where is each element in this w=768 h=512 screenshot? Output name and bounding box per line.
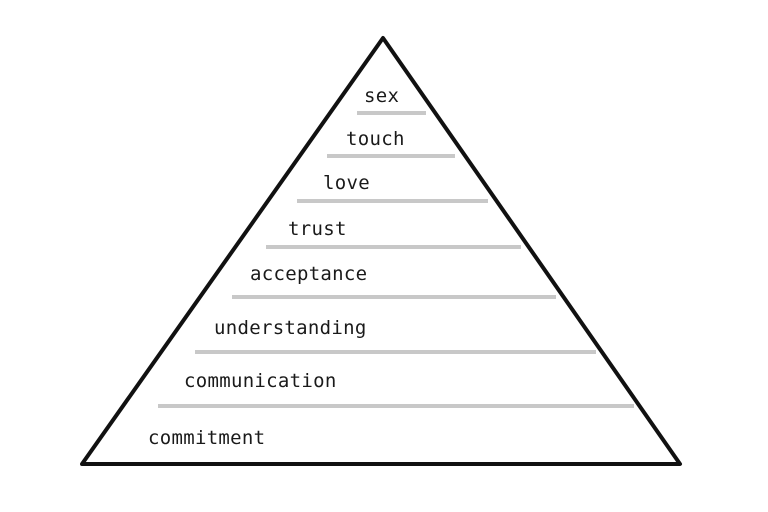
- level-label-love: love: [323, 172, 370, 194]
- level-label-acceptance: acceptance: [250, 263, 367, 285]
- level-dividers: [158, 111, 634, 408]
- level-label-trust: trust: [288, 218, 347, 240]
- level-label-commitment: commitment: [148, 427, 265, 449]
- level-label-touch: touch: [346, 128, 405, 150]
- level-label-sex: sex: [364, 85, 399, 107]
- level-label-understanding: understanding: [214, 317, 367, 339]
- level-label-communication: communication: [184, 370, 337, 392]
- level-labels: sex touch love trust acceptance understa…: [148, 85, 405, 449]
- pyramid-outline: [80, 36, 682, 466]
